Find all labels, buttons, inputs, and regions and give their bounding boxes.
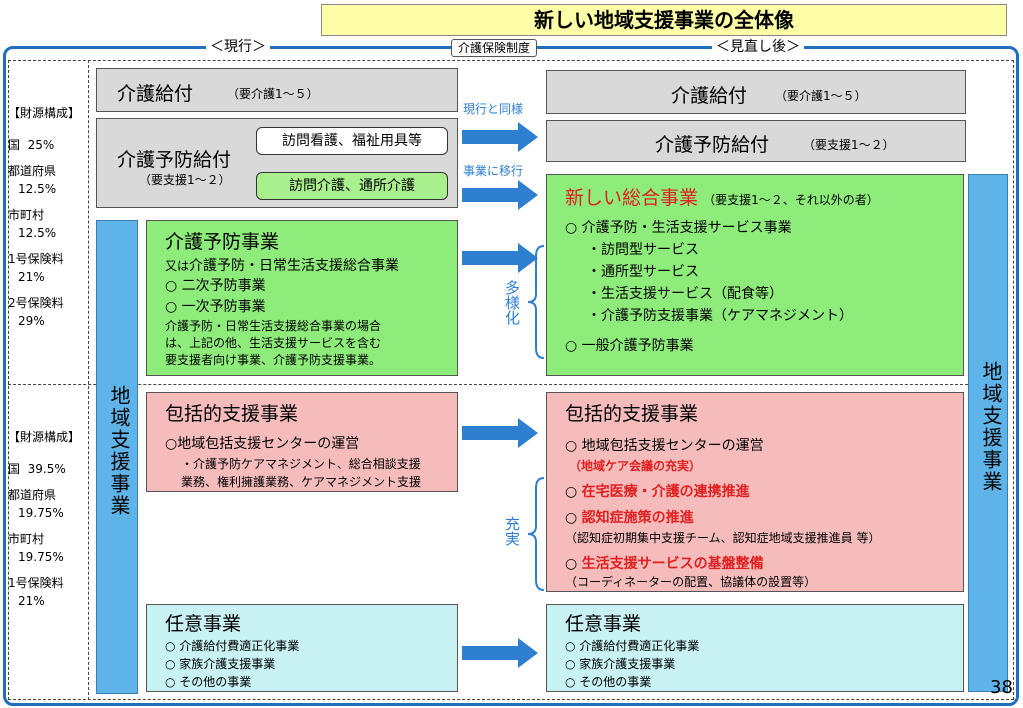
pill-houmon-kango: 訪問看護、福祉用具等 <box>256 127 448 155</box>
arrow-label-move: 事業に移行 <box>463 164 524 178</box>
current-yobou-note: 介護予防・日常生活支援総合事業の場合 は、上記の他、生活支援サービスを含む 要支… <box>165 319 382 367</box>
arrow-move <box>462 180 538 210</box>
current-yobou-jigyou: 介護予防事業 又は介護予防・日常生活支援総合事業 ○ 二次予防事業 ○ 一次予防… <box>146 220 458 376</box>
header-system: 介護保険制度 <box>451 39 538 57</box>
funding-row: 国 25% <box>8 138 55 152</box>
arrow-nini <box>462 638 538 668</box>
revised-chiiki-column: 地域支援事業 <box>968 174 1008 692</box>
funding-upper-heading: 【財源構成】 <box>8 106 81 120</box>
arrow-houkatsu <box>462 418 538 448</box>
current-houkatsu: 包括的支援事業 ○地域包括支援センターの運営 ・介護予防ケアマネジメント、総合相… <box>146 392 458 492</box>
label-enhance: 充実 <box>503 516 521 546</box>
revised-kaigo-kyufu: 介護給付 （要介護1～５） <box>546 70 966 114</box>
arrow-yobou <box>462 243 538 273</box>
current-chiiki-column: 地域支援事業 <box>96 220 138 694</box>
brace-enhance <box>527 477 545 591</box>
inner-dashed-frame <box>8 60 1014 700</box>
page-title: 新しい地域支援事業の全体像 <box>321 4 1007 36</box>
current-kaigo-kyufu: 介護給付 （要介護1～５） <box>96 68 458 112</box>
pill-houmon-kaigo: 訪問介護、通所介護 <box>256 172 448 200</box>
revised-sougou: 新しい総合事業 （要支援1～２、それ以外の者） ○ 介護予防・生活支援サービス事… <box>546 174 964 376</box>
revised-nini: 任意事業 ○ 介護給付費適正化事業 ○ 家族介護支援事業 ○ その他の事業 <box>546 604 964 692</box>
header-current: ＜現行＞ <box>206 38 270 56</box>
funding-separator <box>88 60 89 700</box>
revised-houkatsu: 包括的支援事業 ○ 地域包括支援センターの運営 （地域ケア会議の充実） ○ 在宅… <box>546 392 964 592</box>
current-nini: 任意事業 ○ 介護給付費適正化事業 ○ 家族介護支援事業 ○ その他の事業 <box>146 604 458 692</box>
funding-row: 国 39.5% <box>8 462 66 476</box>
header-revised: ＜見直し後＞ <box>712 38 804 56</box>
label-diverse: 多様化 <box>503 280 521 325</box>
section-divider <box>8 384 968 385</box>
arrow-label-same: 現行と同様 <box>463 102 524 116</box>
funding-lower-heading: 【財源構成】 <box>8 430 81 444</box>
brace-diverse <box>527 245 545 359</box>
revised-yobou-kyufu: 介護予防給付 （要支援1～２） <box>546 120 966 162</box>
arrow-same <box>462 122 538 152</box>
page-number: 38 <box>990 677 1013 698</box>
